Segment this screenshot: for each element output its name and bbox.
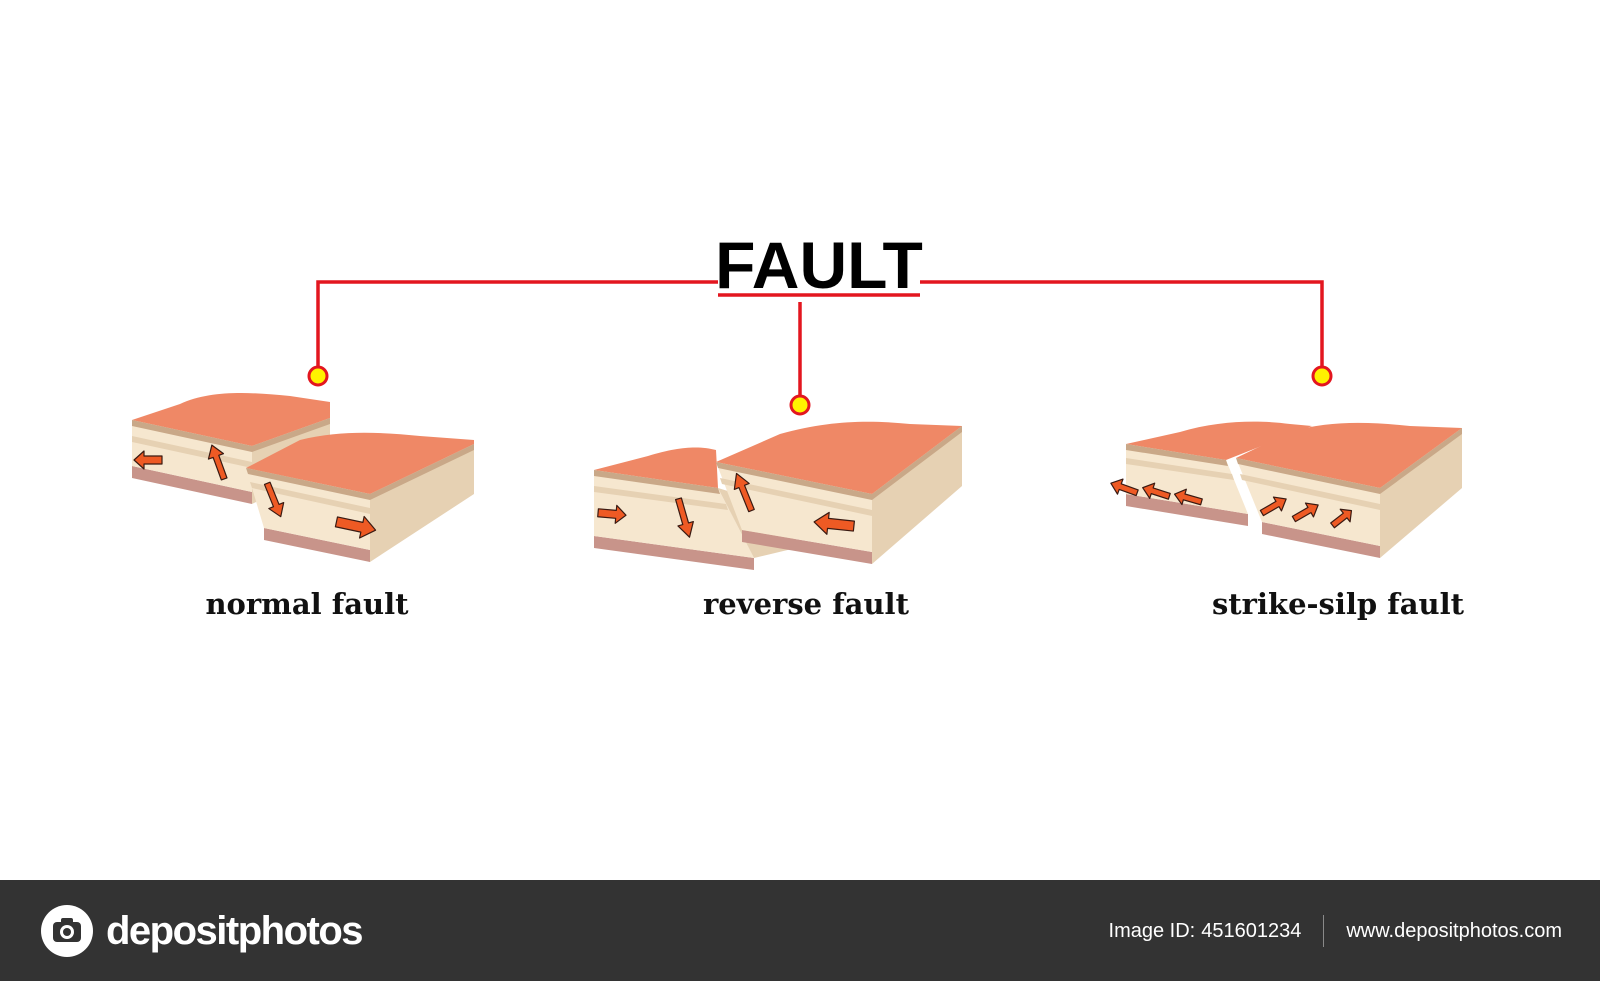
camera-logo-icon: [41, 905, 93, 957]
reverse-fault-arrows: [597, 472, 856, 538]
arrow-right-icon: [597, 504, 627, 524]
strike-slip-arrows: [1110, 478, 1353, 529]
arrow-down-icon: [675, 497, 694, 538]
meta-divider: [1323, 915, 1325, 947]
strike-slip-fault-illustration: strike-silp fault: [1110, 421, 1465, 621]
connector-nodes: [307, 365, 1333, 416]
connector-right: [920, 280, 1324, 370]
connector-left: [316, 280, 718, 370]
fault-diagram: FAULT: [132, 228, 1465, 621]
arrow-up-icon: [733, 472, 755, 513]
diagram-title: FAULT: [715, 228, 923, 302]
reverse-fault-illustration: reverse fault: [594, 421, 962, 621]
arrow-up-icon: [207, 444, 228, 481]
site-url-link[interactable]: www.depositphotos.com: [1346, 919, 1562, 942]
arrow-right-icon: [1291, 502, 1319, 523]
reverse-fault-right-block: [716, 421, 962, 564]
strike-slip-left-block: [1126, 421, 1312, 526]
arrow-left-icon: [813, 511, 856, 535]
arrow-left-icon: [1110, 478, 1139, 497]
normal-fault-right-block: [246, 432, 474, 562]
node-strike-slip-fault: [1311, 365, 1333, 387]
strike-slip-right-block: [1236, 422, 1462, 558]
arrow-right-icon: [1330, 508, 1353, 529]
node-normal-fault: [307, 365, 329, 387]
image-id-label: Image ID:: [1108, 919, 1196, 942]
arrow-right-icon: [1259, 496, 1287, 517]
brand-logo[interactable]: depositphotos: [38, 902, 364, 960]
reverse-fault-label: reverse fault: [703, 587, 910, 621]
node-reverse-fault: [789, 394, 811, 416]
arrow-down-icon: [263, 481, 285, 518]
normal-fault-illustration: normal fault: [132, 393, 474, 621]
footer-bar: depositphotos Image ID: 451601234 www.de…: [0, 880, 1600, 981]
normal-fault-arrows: [133, 444, 377, 539]
strike-slip-fault-label: strike-silp fault: [1212, 587, 1465, 621]
normal-fault-label: normal fault: [205, 587, 409, 621]
reverse-fault-left-block: [594, 447, 796, 570]
image-meta: Image ID: 451601234 www.depositphotos.co…: [1109, 914, 1562, 948]
brand-name: depositphotos: [106, 908, 364, 953]
image-id-value: 451601234: [1201, 919, 1302, 942]
arrow-left-icon: [1142, 482, 1171, 500]
arrow-right-icon: [334, 515, 377, 539]
arrow-left-icon: [1173, 488, 1203, 506]
connector-lines: [316, 280, 1324, 398]
arrow-left-icon: [133, 450, 163, 470]
